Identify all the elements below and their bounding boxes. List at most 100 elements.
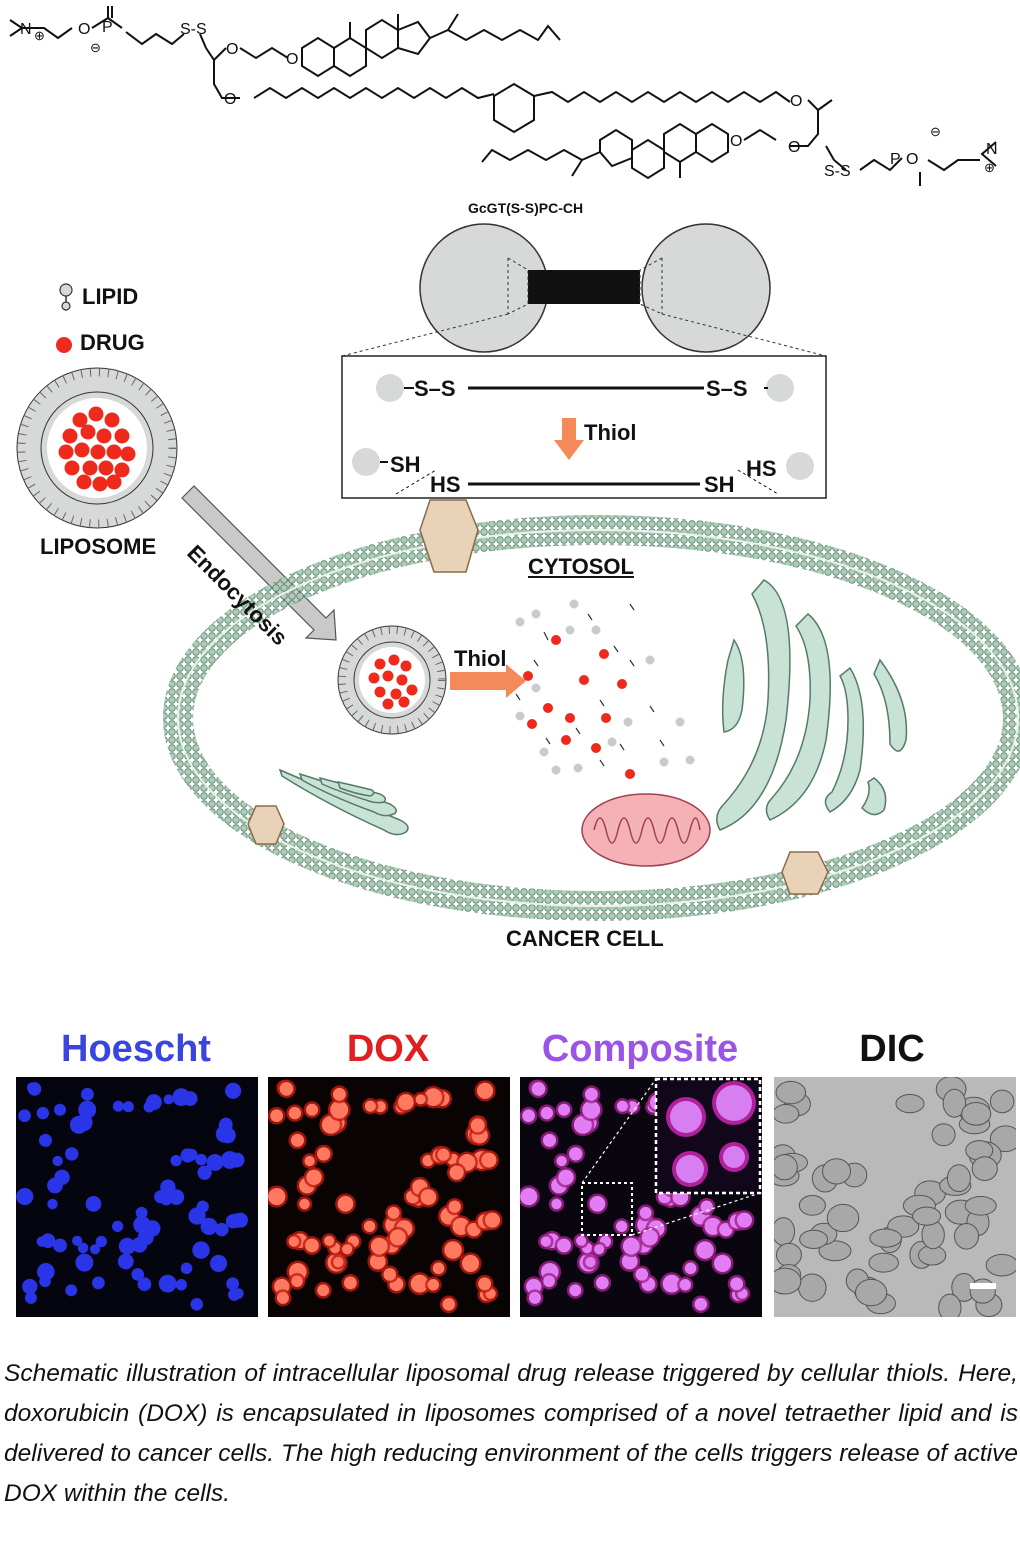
cell-nucleus [54, 1103, 67, 1116]
cell-nucleus [558, 1103, 571, 1116]
dic-cell [775, 1242, 802, 1267]
drug-dot-icon [56, 337, 72, 353]
cell-nucleus [305, 1238, 319, 1253]
released-drug [625, 769, 635, 779]
released-fragment [649, 705, 655, 713]
cell-nucleus [437, 1148, 450, 1161]
cell-nucleus [299, 1198, 310, 1210]
cell-nucleus [163, 1094, 174, 1105]
cell-nucleus [288, 1106, 302, 1120]
panel-title-hoescht: Hoescht [61, 1028, 211, 1070]
drug-dot [88, 406, 104, 422]
dic-cell [989, 1125, 1016, 1153]
cell-nucleus [131, 1268, 145, 1281]
cell-nucleus [713, 1254, 732, 1272]
drug-dot [390, 688, 402, 700]
drug-dot [400, 660, 412, 672]
drug-dot [114, 428, 130, 444]
dic-cell [818, 1240, 852, 1262]
released-drug [599, 649, 609, 659]
zoomed-cell-nucleus [716, 1085, 752, 1121]
cell-nucleus [478, 1277, 492, 1291]
cell-nucleus [594, 1244, 605, 1255]
released-fragment [659, 739, 665, 747]
released-drug [561, 735, 571, 745]
cell-nucleus [209, 1254, 228, 1272]
cell-nucleus [18, 1109, 31, 1123]
cell-nucleus [268, 1187, 286, 1206]
dic-cell [946, 1164, 971, 1193]
released-lipid [675, 717, 685, 727]
cell-nucleus [337, 1196, 354, 1212]
cell-nucleus [442, 1297, 456, 1311]
cell-nucleus [192, 1241, 210, 1259]
cell-nucleus [122, 1101, 134, 1113]
cell-nucleus [364, 1100, 376, 1112]
legend-drug-label: DRUG [80, 330, 145, 355]
cell-nucleus [85, 1196, 102, 1212]
released-fragment [575, 727, 581, 735]
cell-nucleus [694, 1297, 708, 1311]
cell-nucleus [77, 1242, 89, 1254]
released-lipid [515, 711, 525, 721]
cell-nucleus [410, 1274, 429, 1293]
o-atom: O [788, 139, 800, 156]
drug-dot [396, 674, 408, 686]
drug-dot [90, 444, 106, 460]
thiol-arrow-down [554, 418, 584, 460]
cell-nucleus [444, 1241, 462, 1259]
released-lipid [569, 599, 579, 609]
dic-cell [912, 1206, 942, 1226]
cell-nucleus [215, 1222, 229, 1237]
cell-nucleus [92, 1276, 105, 1290]
cell-nucleus [288, 1236, 299, 1247]
released-lipid [591, 625, 601, 635]
molecule-structure: N ⊕ O P ⊖ S-S O O O O O O S-S P O ⊖ N ⊕ [9, 6, 998, 186]
cell-nucleus [65, 1284, 78, 1297]
drug-dot [92, 476, 108, 492]
drug-dot [76, 474, 92, 490]
cell-nucleus [317, 1284, 330, 1297]
cell-nucleus [47, 1198, 58, 1210]
zoomed-cell-nucleus [670, 1101, 702, 1133]
drug-dot [104, 412, 120, 428]
cell-nucleus [449, 1165, 464, 1180]
cell-nucleus [477, 1082, 494, 1099]
dumbbell-cartoon [341, 223, 827, 357]
cell-nucleus [233, 1288, 244, 1299]
cell-membrane [163, 515, 1020, 921]
cell-nucleus [118, 1237, 136, 1255]
n-atom: N [986, 141, 998, 158]
cell-nucleus [484, 1212, 500, 1228]
cell-nucleus [696, 1241, 714, 1259]
released-lipid [565, 625, 575, 635]
mitochondrion [581, 793, 711, 867]
o-atom: O [226, 41, 238, 58]
cell-nucleus [569, 1147, 583, 1161]
cell-nucleus [52, 1155, 63, 1167]
o-atom: O [286, 51, 298, 68]
dic-cell [855, 1278, 888, 1307]
cell-nucleus [387, 1206, 400, 1219]
dic-cell [953, 1222, 980, 1250]
released-fragment [629, 659, 635, 667]
thiol-arrow-right [450, 664, 526, 698]
cell-nucleus [65, 1147, 79, 1161]
internalized-liposome [337, 625, 447, 735]
released-fragment [543, 631, 549, 641]
released-fragment [545, 737, 551, 745]
hoescht-image [16, 1077, 258, 1317]
cell-nucleus [36, 1236, 47, 1247]
released-drug [617, 679, 627, 689]
cell-nucleus [137, 1277, 152, 1292]
dic-image [774, 1077, 1016, 1317]
cell-nucleus [363, 1220, 376, 1233]
o-atom: O [730, 133, 742, 150]
cell-nucleus [528, 1291, 541, 1304]
released-lipid [685, 755, 695, 765]
dic-cell [822, 1158, 852, 1185]
dic-cell [931, 1123, 956, 1147]
cell-nucleus [540, 1106, 554, 1120]
cell-nucleus [53, 1238, 67, 1253]
membrane-protein [781, 851, 829, 895]
